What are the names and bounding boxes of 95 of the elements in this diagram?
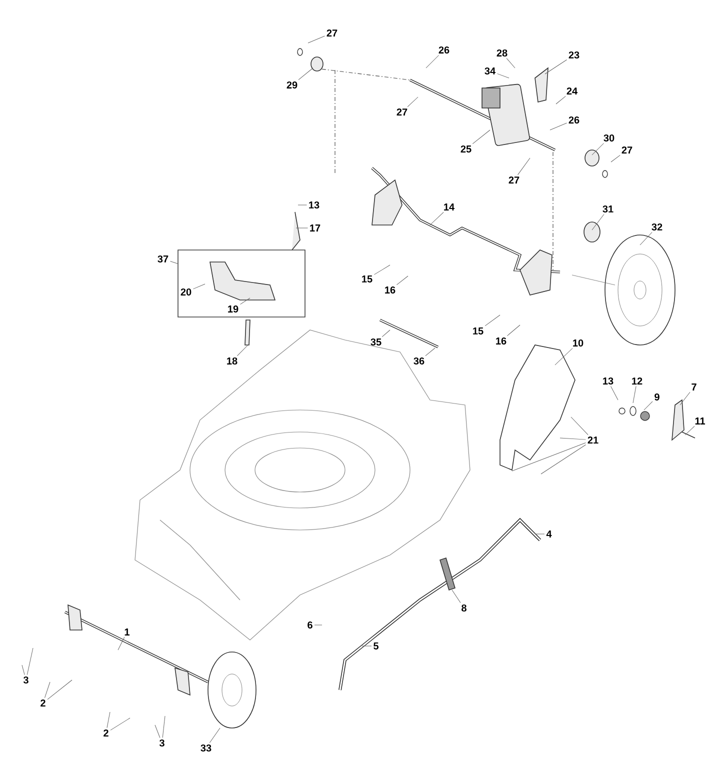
leader-line — [592, 214, 604, 230]
leader-line — [684, 426, 695, 436]
callout-number: 24 — [566, 88, 578, 94]
leader-line — [610, 154, 620, 162]
callout-number: 27 — [622, 146, 632, 154]
callout-number: 29 — [286, 81, 298, 89]
leader-line — [22, 664, 25, 675]
leader-line — [308, 36, 325, 44]
leader-line — [314, 624, 322, 626]
callout-number: 14 — [444, 204, 454, 210]
leader-line — [154, 724, 160, 738]
callout-number: 31 — [602, 205, 614, 213]
leader-line — [610, 386, 618, 400]
leader-line — [472, 130, 490, 144]
leader-line — [550, 122, 567, 130]
leader-line — [209, 728, 220, 743]
callout-number: 5 — [374, 642, 378, 650]
callout-number: 27 — [396, 108, 408, 116]
callout-number: 32 — [652, 223, 662, 231]
leader-line — [382, 330, 390, 337]
leader-line — [592, 143, 604, 156]
kit-frame — [178, 250, 306, 318]
leader-line — [162, 716, 166, 738]
leader-line — [407, 96, 418, 108]
callout-number: 2 — [40, 700, 46, 706]
callout-number: 35 — [370, 338, 382, 346]
callout-number: 1 — [124, 628, 130, 636]
callout-number: 19 — [228, 305, 238, 313]
leader-line — [640, 232, 652, 246]
leader-line — [44, 682, 50, 698]
leader-line — [644, 401, 653, 410]
callout-number: 25 — [460, 145, 472, 153]
callout-number: 16 — [496, 337, 506, 345]
callout-number: 13 — [309, 201, 320, 209]
leader-line — [425, 348, 436, 356]
leader-line — [518, 158, 530, 176]
callout-number: 34 — [484, 67, 496, 75]
callout-number: 13 — [603, 377, 614, 385]
callout-number: 11 — [695, 418, 706, 424]
leader-line — [110, 718, 130, 730]
leader-line — [374, 264, 390, 275]
callout-number: 21 — [588, 436, 598, 444]
leader-line — [556, 96, 566, 104]
callout-number: 4 — [546, 530, 552, 538]
callout-number: 27 — [326, 30, 338, 36]
leader-line — [554, 348, 573, 366]
callout-number: 27 — [508, 176, 520, 184]
leader-line — [426, 55, 440, 68]
leader-line — [106, 712, 110, 728]
leader-line — [47, 680, 72, 700]
leader-line — [560, 438, 586, 440]
callout-number: 16 — [385, 286, 396, 294]
callout-number: 10 — [573, 339, 584, 347]
callout-number: 28 — [496, 49, 508, 57]
leader-line — [118, 636, 125, 650]
leader-line — [430, 212, 444, 226]
leader-line — [497, 73, 510, 78]
callout-number: 9 — [654, 393, 660, 401]
callout-number: 26 — [438, 46, 450, 54]
callout-number: 36 — [414, 357, 424, 365]
leader-line — [170, 261, 178, 264]
leader-line — [484, 314, 500, 326]
leader-line — [452, 590, 461, 604]
leader-line — [570, 416, 588, 436]
leader-line — [237, 344, 248, 356]
leader-line — [632, 386, 636, 404]
leader-line — [240, 298, 250, 305]
callout-number: 3 — [23, 676, 28, 684]
callout-number: 15 — [362, 276, 372, 282]
leader-line — [298, 68, 314, 80]
leader-line — [396, 276, 408, 285]
leader-line — [506, 324, 520, 336]
leader-line — [544, 60, 567, 74]
leader-line — [540, 444, 586, 474]
callout-number: 8 — [462, 604, 466, 612]
callout-number: 12 — [632, 378, 642, 384]
callout-number: 26 — [568, 116, 580, 124]
leader-line — [506, 58, 516, 68]
callout-number: 7 — [692, 384, 696, 390]
callout-number: 17 — [310, 224, 320, 232]
callout-number: 33 — [200, 744, 212, 752]
leader-line — [26, 648, 34, 675]
callout-number: 37 — [158, 255, 168, 263]
callout-number: 6 — [308, 621, 312, 629]
callout-number: 18 — [227, 357, 238, 365]
leader-line — [193, 284, 206, 290]
leader-line — [512, 442, 586, 472]
callout-number: 15 — [473, 328, 484, 334]
leader-line — [680, 392, 690, 406]
leader-line — [298, 204, 307, 206]
callout-number: 23 — [568, 51, 580, 59]
callout-number: 30 — [604, 134, 614, 142]
callout-number: 20 — [180, 288, 192, 296]
callout-number: 3 — [159, 739, 164, 747]
callout-number: 2 — [104, 730, 108, 736]
